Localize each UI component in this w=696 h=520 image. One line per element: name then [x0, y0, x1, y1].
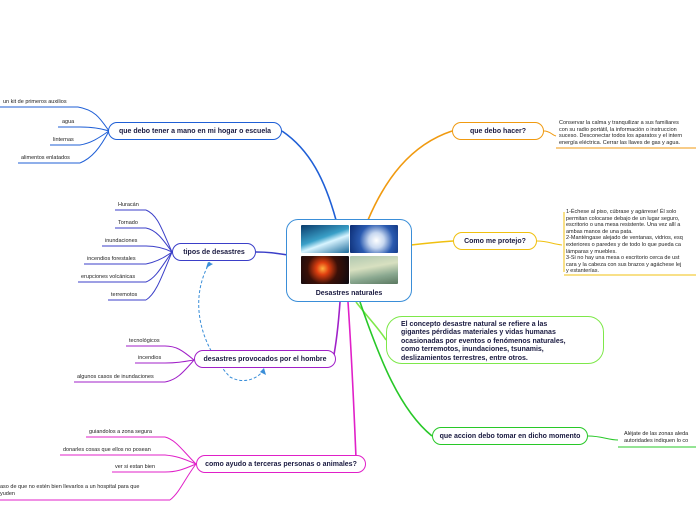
connector-concepto [355, 301, 387, 341]
note-protejo[interactable]: 1-Échese al piso, cúbrase y agárrese! Él… [566, 209, 683, 275]
central-topic-title: Desastres naturales [315, 290, 383, 297]
branch-tipos-label: tipos de desastres [183, 248, 245, 256]
volcano-image [301, 256, 349, 284]
connector-tipos [255, 251, 289, 256]
note-line: 2-Manténgase alejado de ventanas, vidrio… [566, 235, 683, 242]
note-line: Aléjate de las zonas aleda [624, 431, 689, 437]
note-line: ambas manos de una pata. [566, 228, 633, 235]
note-line: 1-Échese al piso, cúbrase y agárrese! Él… [566, 209, 677, 215]
leaf-terceras[interactable]: ver si estan bien [115, 464, 156, 470]
leaf-provocados[interactable]: algunos casos de inundaciones [77, 374, 154, 380]
note-que-hacer[interactable]: Conservar la calma y tranquilizar a sus … [559, 120, 682, 146]
branch-protejo-label: Como me protejo? [464, 237, 526, 245]
leaf-tipos[interactable]: erupciones volcánicas [81, 274, 136, 280]
branch-terceras[interactable]: como ayudo a terceras personas o animale… [196, 455, 366, 473]
note-line: suceso. Desconectar todos los aparatos y… [559, 133, 683, 140]
leaf-tipos[interactable]: terremotos [111, 292, 138, 298]
leaf-provocados[interactable]: incendios [138, 355, 162, 361]
note-line: permitan colocarse debajo de un lugar se… [566, 215, 680, 222]
hurricane-image [350, 225, 398, 253]
note-momento[interactable]: Aléjate de las zonas aleda autoridades i… [624, 431, 688, 444]
connector-terceras [347, 301, 357, 459]
leaf-terceras-hospital-line: aso de que no estén bien llevarlos a un … [0, 484, 140, 490]
leaf-tipos[interactable]: Tornado [118, 220, 138, 226]
leaf-tipos[interactable]: Huracán [118, 202, 139, 208]
concept-line: deslizamientos terrestres, entre otros. [401, 354, 528, 362]
leaf-terceras-hospital[interactable]: aso de que no estén bien llevarlos a un … [0, 484, 139, 497]
leaf-hogar[interactable]: un kit de primeros auxilios [3, 99, 67, 105]
concept-box[interactable]: El concepto desastre natural se refiere … [386, 316, 604, 364]
central-topic[interactable]: Desastres naturales [286, 219, 412, 302]
branch-momento[interactable]: que accion debo tomar en dicho momento [432, 427, 588, 445]
note-line: lámparas y muebles. [566, 248, 617, 255]
flood-image [350, 256, 398, 284]
note-line: exteriores o paredes y de todo lo que pu… [566, 241, 681, 248]
leaf-hogar[interactable]: agua [62, 119, 75, 125]
branch-provocados-label: desastres provocados por el hombre [203, 355, 327, 363]
concept-line: ocasionadas por eventos o fenómenos natu… [401, 337, 566, 345]
leaf-tipos[interactable]: inundaciones [105, 238, 138, 244]
wave-image [301, 225, 349, 253]
leaf-terceras[interactable]: guiandolos a zona segura [89, 429, 152, 435]
connector-protejo [410, 240, 454, 246]
concept-line: como terremotos, inundaciones, tsunamis, [401, 346, 544, 354]
leaf-hogar[interactable]: alimentos enlatados [21, 155, 70, 161]
concept-line: gigantes pérdidas materiales y vidas hum… [401, 329, 556, 337]
note-line: energía eléctrica. Cerrar las llaves de … [559, 139, 681, 146]
connector-hogar [281, 130, 337, 221]
branch-hogar-label: que debo tener a mano en mi hogar o escu… [118, 127, 272, 135]
leaf-tipos[interactable]: incendios forestales [87, 256, 136, 262]
branch-protejo[interactable]: Como me protejo? [453, 232, 537, 250]
branch-momento-label: que accion debo tomar en dicho momento [439, 432, 581, 440]
note-line: 3-Si no hay una mesa o escritorio cerca … [566, 255, 680, 262]
branch-hogar[interactable]: que debo tener a mano en mi hogar o escu… [108, 122, 282, 140]
connector-momento [359, 301, 433, 437]
note-line: cara y la cabeza con sus brazos y agáche… [566, 261, 682, 268]
connector-que-hacer [367, 130, 453, 221]
note-line: Conservar la calma y tranquilizar a sus … [559, 120, 679, 126]
branch-que-hacer-label: que debo hacer? [469, 127, 526, 135]
branch-terceras-label: como ayudo a terceras personas o animale… [205, 460, 357, 468]
note-line: con su radio portátil, la información o … [559, 126, 677, 133]
branch-que-hacer[interactable]: que debo hacer? [452, 122, 544, 140]
leaf-terceras[interactable]: donarles cosas que ellos no posean [63, 447, 151, 453]
connector-provocados [332, 301, 341, 361]
note-line: autoridades indiquen lo co [624, 437, 689, 444]
leaf-terceras-hospital-line: yuden [0, 490, 15, 497]
concept-line: El concepto desastre natural se refiere … [401, 321, 548, 328]
branch-provocados[interactable]: desastres provocados por el hombre [194, 350, 336, 368]
leaf-provocados[interactable]: tecnológicos [129, 338, 160, 344]
note-line: escritorio o una mesa resistente. Una ve… [566, 222, 681, 229]
branch-tipos[interactable]: tipos de desastres [172, 243, 256, 261]
note-line: y estanterías. [566, 268, 600, 275]
leaf-hogar[interactable]: linternas [53, 137, 74, 143]
relation-dashed-arrow [198, 261, 265, 381]
